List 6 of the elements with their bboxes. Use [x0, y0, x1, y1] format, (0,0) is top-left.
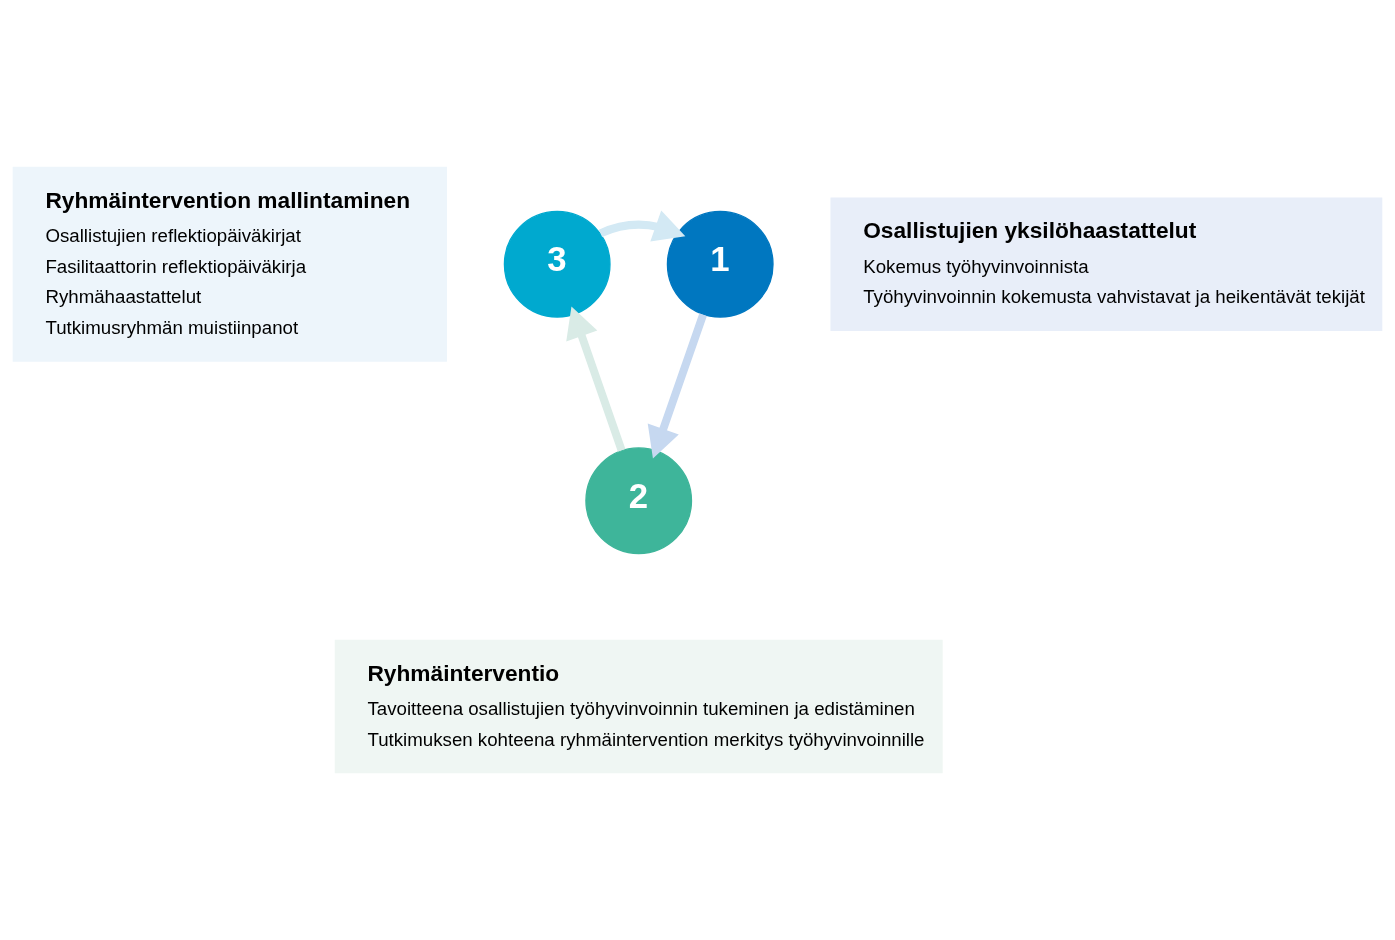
arrow [598, 210, 686, 242]
node-circle: 1 [666, 210, 774, 318]
arrow [647, 313, 707, 459]
node-circle: 2 [585, 447, 693, 555]
arrow [566, 306, 626, 452]
node-circle: 3 [503, 210, 611, 318]
